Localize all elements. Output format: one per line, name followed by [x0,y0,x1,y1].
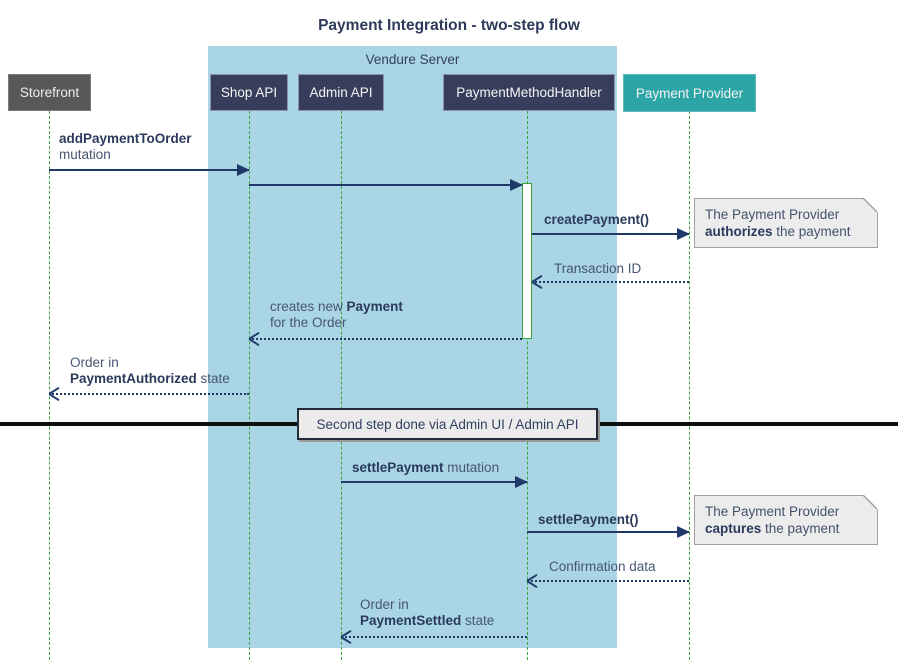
message-label-settle-payment-call: settlePayment() [538,512,639,527]
arrow-handler-to-admin-api-return [341,636,527,638]
message-label-settle-payment-mutation: settlePayment mutation [352,460,500,475]
participant-admin-api: Admin API [298,74,384,111]
vendure-server-label: Vendure Server [365,52,460,67]
note-authorizes: The Payment Provider authorizes the paym… [694,198,878,248]
arrow-handler-to-provider-settle [527,526,690,538]
arrow-provider-to-handler-confirmation [527,580,689,582]
arrow-handler-to-provider-create [532,228,690,240]
message-label-add-payment-to-order: addPaymentToOrder mutation [59,131,192,162]
arrowhead-icon [237,164,250,176]
participant-payment-provider: Payment Provider [623,74,756,112]
message-label-confirmation-data: Confirmation data [549,559,656,574]
lifeline-payment-provider [689,111,690,660]
message-label-creates-new-payment: creates new Payment for the Order [270,299,403,330]
arrowhead-icon [510,179,523,191]
note-captures: The Payment Provider captures the paymen… [694,495,878,545]
arrow-admin-api-to-handler [341,476,528,488]
arrow-provider-to-handler-transaction-id [532,281,689,283]
arrow-shop-api-to-storefront-return [49,393,249,395]
lifeline-shop-api [249,111,250,660]
message-label-transaction-id: Transaction ID [554,261,642,276]
note-fold-icon [863,198,878,213]
divider-label: Second step done via Admin UI / Admin AP… [297,408,598,440]
participant-payment-method-handler: PaymentMethodHandler [443,74,615,111]
activation-bar-payment-method-handler [522,183,532,339]
lifeline-payment-method-handler [527,111,528,660]
arrow-storefront-to-shop-api [49,164,250,176]
lifeline-storefront [49,111,50,660]
diagram-title: Payment Integration - two-step flow [318,17,580,34]
arrowhead-icon [677,526,690,538]
vendure-server-container: Vendure Server [208,46,617,648]
participant-shop-api: Shop API [210,74,288,111]
note-fold-icon [863,495,878,510]
message-label-payment-settled: Order in PaymentSettled state [360,597,495,628]
message-label-payment-authorized: Order in PaymentAuthorized state [70,355,230,386]
arrow-handler-to-shop-api-return [249,338,522,340]
lifeline-admin-api [341,111,342,660]
message-label-create-payment: createPayment() [544,212,650,227]
arrowhead-icon [677,228,690,240]
arrow-shop-api-to-handler [249,179,523,191]
arrowhead-icon [515,476,528,488]
participant-storefront: Storefront [8,74,91,111]
